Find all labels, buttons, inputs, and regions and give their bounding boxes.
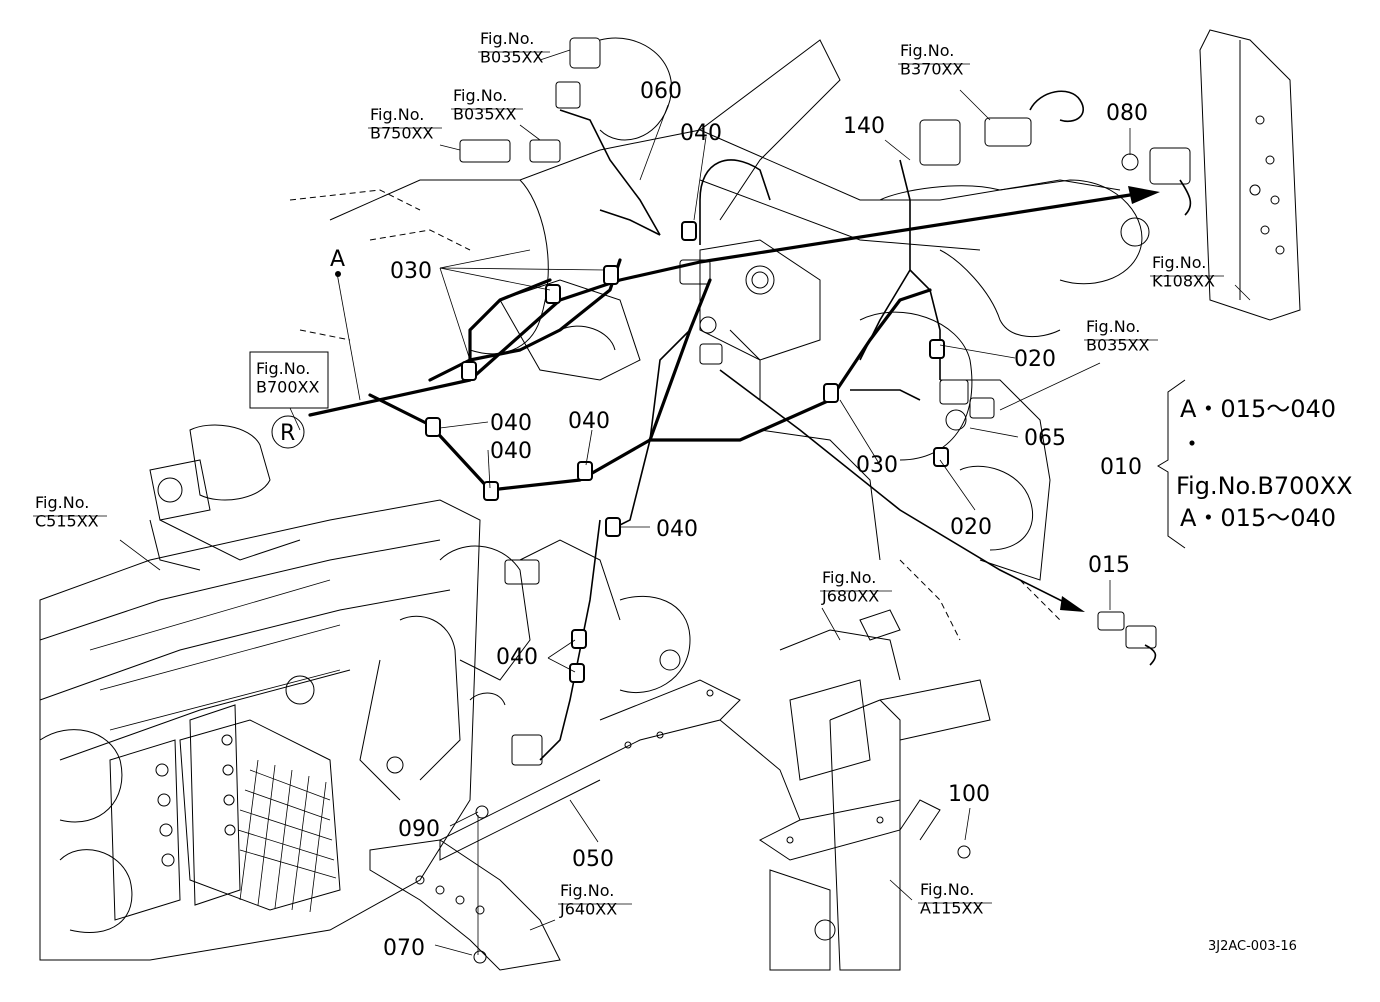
part-040-c: 040 bbox=[568, 409, 610, 434]
part-080: 080 bbox=[1106, 101, 1148, 126]
fig-ref-c515: Fig.No.C515XX bbox=[35, 493, 99, 530]
part-040-a: 040 bbox=[490, 411, 532, 436]
legend-line-1: A・015～040 bbox=[1180, 395, 1336, 423]
fig-ref-k108: Fig.No.K108XX bbox=[1152, 253, 1215, 290]
fig-ref-b370: Fig.No.B370XX bbox=[900, 41, 963, 78]
part-030-right: 030 bbox=[856, 453, 898, 478]
fig-ref-b700-box bbox=[249, 351, 329, 409]
fig-ref-a115: Fig.No.A115XX bbox=[920, 880, 983, 917]
part-numbers: 060 040 140 080 030 020 065 040 040 040 … bbox=[383, 79, 1148, 961]
part-050: 050 bbox=[572, 847, 614, 872]
part-090: 090 bbox=[398, 817, 440, 842]
legend-line-2: ・ bbox=[1180, 430, 1204, 458]
part-070: 070 bbox=[383, 936, 425, 961]
part-040-e: 040 bbox=[496, 645, 538, 670]
marker-r: R bbox=[280, 421, 295, 446]
part-065: 065 bbox=[1024, 426, 1066, 451]
machinery-outline bbox=[39, 29, 1301, 971]
leader-lines bbox=[119, 49, 1251, 956]
wiring-harness bbox=[308, 37, 1192, 964]
part-020-upper: 020 bbox=[1014, 347, 1056, 372]
fig-ref-b035-top: Fig.No.B035XX bbox=[480, 29, 543, 66]
marker-r-circle bbox=[271, 415, 305, 449]
part-040-b: 040 bbox=[490, 439, 532, 464]
fig-ref-b750: Fig.No.B750XX bbox=[370, 105, 433, 142]
markers: A R bbox=[271, 247, 345, 449]
legend-line-3: Fig.No.B700XX bbox=[1176, 472, 1353, 500]
part-060: 060 bbox=[640, 79, 682, 104]
drawing-code: 3J2AC-003-16 bbox=[1208, 939, 1297, 954]
part-040-d: 040 bbox=[656, 517, 698, 542]
fig-ref-b700: Fig.No.B700XX bbox=[256, 359, 319, 396]
legend-code: 010 bbox=[1100, 455, 1142, 480]
marker-a: A bbox=[330, 247, 345, 272]
fig-ref-j640: Fig.No.J640XX bbox=[559, 881, 617, 918]
legend-line-4: A・015～040 bbox=[1180, 504, 1336, 532]
legend-010: 010 A・015～040 ・ Fig.No.B700XX A・015～040 bbox=[1100, 379, 1353, 549]
fig-ref-b035-right: Fig.No.B035XX bbox=[1086, 317, 1149, 354]
fig-refs: Fig.No.B035XX Fig.No.B035XX Fig.No.B750X… bbox=[33, 29, 1224, 918]
part-040-top: 040 bbox=[680, 121, 722, 146]
part-020-lower: 020 bbox=[950, 515, 992, 540]
part-030-left: 030 bbox=[390, 259, 432, 284]
part-100: 100 bbox=[948, 782, 990, 807]
part-015: 015 bbox=[1088, 553, 1130, 578]
part-140: 140 bbox=[843, 114, 885, 139]
fig-ref-b035-mid: Fig.No.B035XX bbox=[453, 86, 516, 123]
fig-ref-j680: Fig.No.J680XX bbox=[821, 568, 879, 605]
